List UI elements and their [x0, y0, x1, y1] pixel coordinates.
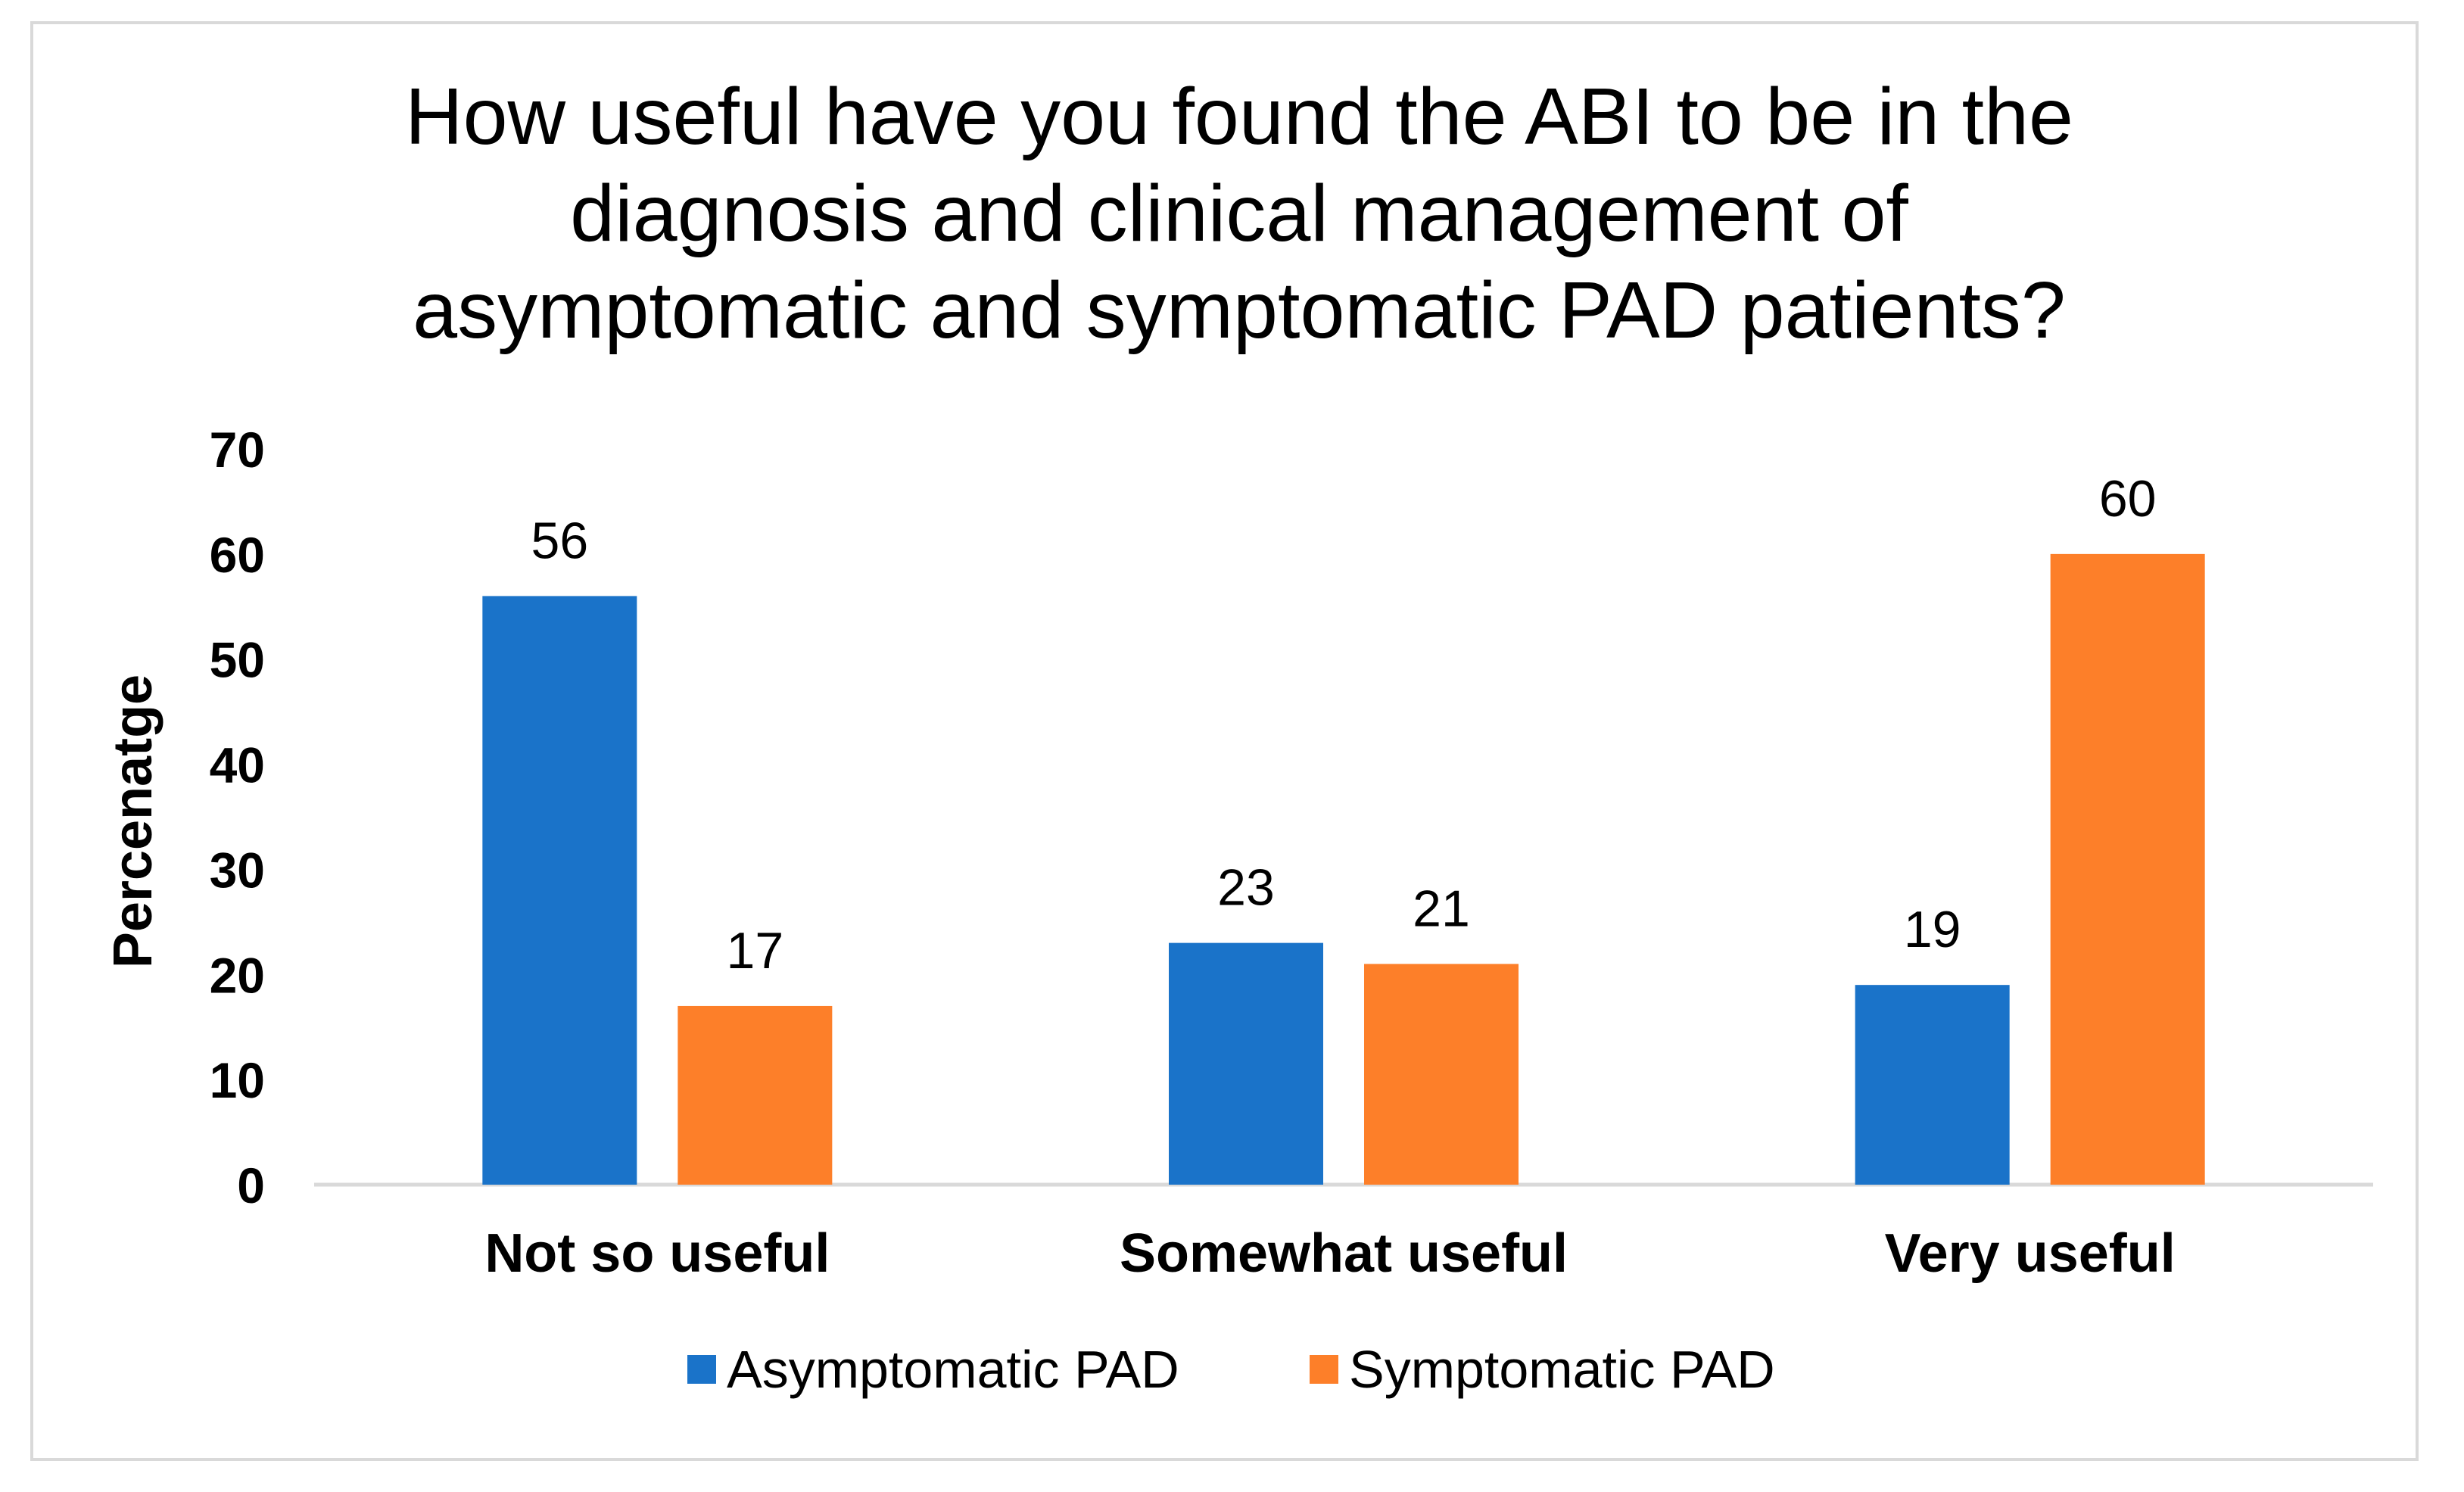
chart-title: How useful have you found the ABI to be …	[405, 72, 2073, 355]
y-tick-label: 10	[210, 1052, 265, 1108]
x-tick-label: Somewhat useful	[1120, 1223, 1568, 1284]
data-label: 21	[1413, 880, 1470, 937]
x-tick-label: Not so useful	[484, 1223, 830, 1284]
y-tick-label: 40	[210, 737, 265, 793]
legend-label: Symptomatic PAD	[1349, 1340, 1775, 1399]
x-tick-label: Very useful	[1885, 1223, 2176, 1284]
chart-title-line: How useful have you found the ABI to be …	[405, 72, 2073, 161]
y-tick-label: 0	[237, 1157, 265, 1213]
data-labels: 56 17 23 21 19 60	[531, 470, 2157, 980]
legend-swatch-asymptomatic	[687, 1355, 716, 1384]
chart-title-line: asymptomatic and symptomatic PAD patient…	[413, 266, 2066, 355]
legend-label: Asymptomatic PAD	[727, 1340, 1179, 1399]
x-axis-ticks: Not so useful Somewhat useful Very useful	[484, 1223, 2175, 1284]
y-axis-ticks: 0 10 20 30 40 50 60 70	[210, 422, 265, 1213]
y-tick-label: 50	[210, 632, 265, 688]
legend: Asymptomatic PAD Symptomatic PAD	[687, 1340, 1775, 1399]
data-label: 19	[1904, 901, 1961, 958]
bar-asymptomatic-0	[482, 596, 637, 1185]
y-tick-label: 30	[210, 842, 265, 898]
bar-symptomatic-2	[2050, 553, 2205, 1185]
data-label: 56	[531, 512, 589, 569]
y-tick-label: 20	[210, 947, 265, 1003]
y-tick-label: 60	[210, 527, 265, 583]
data-label: 17	[727, 922, 784, 980]
bar-asymptomatic-2	[1855, 985, 2010, 1185]
bar-symptomatic-1	[1364, 964, 1519, 1185]
chart-title-line: diagnosis and clinical management of	[570, 169, 1908, 258]
data-label: 23	[1217, 859, 1275, 917]
legend-swatch-symptomatic	[1310, 1355, 1338, 1384]
data-label: 60	[2099, 470, 2157, 528]
y-tick-label: 70	[210, 422, 265, 478]
bar-asymptomatic-1	[1169, 942, 1323, 1185]
y-axis-label: Percenatge	[103, 674, 164, 968]
bar-symptomatic-0	[678, 1005, 833, 1185]
bars	[482, 553, 2205, 1185]
chart-frame	[30, 21, 2419, 1461]
